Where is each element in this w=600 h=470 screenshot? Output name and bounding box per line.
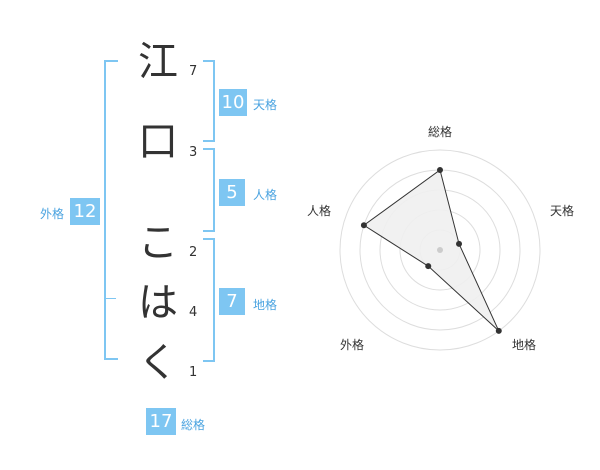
stroke-count-5: 1	[189, 365, 198, 380]
radar-axis-label-jinkaku: 人格	[307, 204, 332, 218]
radar-ring	[339, 149, 541, 351]
radar-point-4	[425, 263, 432, 270]
radar-point-3	[495, 327, 502, 334]
jinkaku-value: 5	[219, 179, 245, 206]
radar-axis-label-tenkaku: 天格	[550, 204, 575, 218]
gaikaku-bracket	[104, 60, 118, 360]
chikaku-label: 地格	[253, 298, 278, 312]
soukaku-value: 17	[146, 408, 176, 435]
radar-axis-label-gaikaku: 外格	[340, 338, 365, 352]
name-char-5: く	[138, 340, 178, 386]
radar-axis-label-chikaku: 地格	[512, 338, 537, 352]
tenkaku-label: 天格	[253, 98, 278, 112]
radar-axis-label-soukaku: 総格	[428, 125, 453, 139]
stroke-count-3: 2	[189, 245, 198, 260]
chikaku-bracket	[203, 238, 215, 362]
fortune-radar-chart	[339, 149, 541, 351]
radar-point-2	[456, 240, 463, 247]
gaikaku-bracket-divider	[104, 298, 116, 299]
radar-center	[437, 247, 443, 253]
radar-point-1	[437, 167, 443, 173]
name-char-4: は	[138, 280, 178, 326]
stroke-count-2: 3	[189, 145, 198, 160]
tenkaku-value: 10	[219, 89, 247, 116]
soukaku-label: 総格	[181, 418, 206, 432]
name-char-1: 江	[138, 39, 178, 85]
stroke-count-1: 7	[189, 64, 198, 79]
radar-point-5	[360, 222, 367, 229]
gaikaku-value: 12	[70, 198, 100, 225]
tenkaku-bracket	[203, 60, 215, 142]
stroke-count-4: 4	[189, 305, 198, 320]
chikaku-value: 7	[219, 288, 245, 315]
jinkaku-bracket	[203, 148, 215, 232]
name-char-2: 口	[138, 119, 178, 165]
name-char-3: こ	[138, 220, 178, 266]
gaikaku-label: 外格	[40, 207, 65, 221]
jinkaku-label: 人格	[253, 188, 278, 202]
radar-area	[363, 169, 500, 332]
